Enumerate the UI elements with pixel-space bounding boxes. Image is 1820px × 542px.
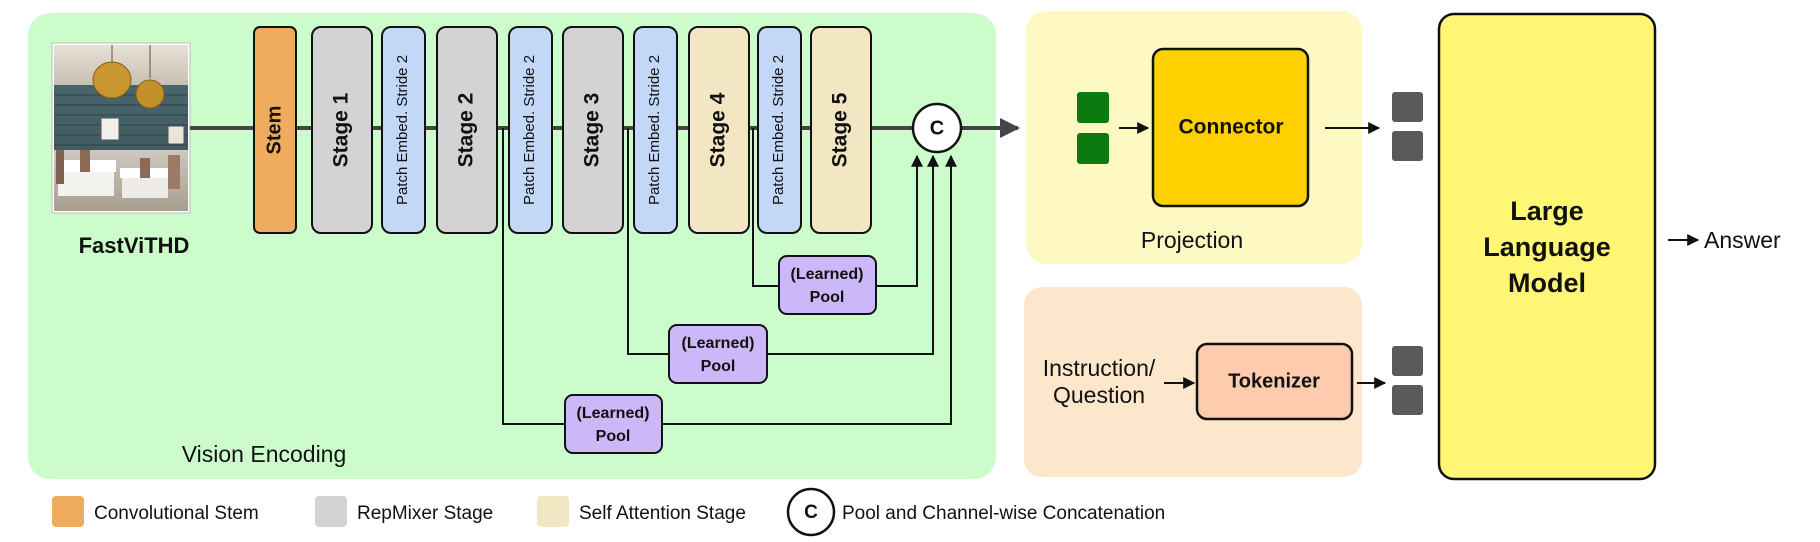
patch-embed-block: Patch Embed. Stride 2: [381, 26, 426, 234]
text-token: [1392, 346, 1423, 376]
visual-token: [1077, 133, 1109, 164]
legend-concat-symbol: C: [804, 502, 818, 523]
learned-pool: (Learned) Pool: [564, 394, 663, 454]
text-token: [1392, 385, 1423, 415]
stage-3-block: Stage 3: [562, 26, 624, 234]
concat-symbol: C: [930, 117, 944, 139]
llm-label-line2: Language: [1483, 232, 1611, 262]
legend-conv-stem-label: Convolutional Stem: [94, 503, 259, 524]
stage-1-block: Stage 1: [311, 26, 373, 234]
tokenizer-block: Tokenizer: [1195, 342, 1354, 421]
answer-label: Answer: [1704, 227, 1781, 253]
legend-self-attention-label: Self Attention Stage: [579, 503, 746, 524]
input-image: [51, 42, 191, 214]
legend-concat-icon: [786, 487, 836, 537]
projection-label: Projection: [1141, 227, 1243, 253]
stage-5-label: Stage 5: [829, 92, 852, 167]
skip-connections: [502, 128, 957, 425]
patch-embed-block: Patch Embed. Stride 2: [508, 26, 553, 234]
learned-pool: (Learned) Pool: [668, 324, 768, 384]
learned-pool: (Learned) Pool: [778, 255, 877, 315]
pool-label-line1: (Learned): [682, 335, 755, 352]
connector-label: Connector: [1179, 116, 1284, 139]
instruction-label-line2: Question: [1053, 382, 1145, 408]
stage-2-block: Stage 2: [436, 26, 498, 234]
llm-label-line1: Large: [1510, 196, 1584, 226]
connector-block: Connector: [1151, 47, 1310, 208]
projected-token: [1392, 92, 1423, 122]
visual-token: [1077, 92, 1109, 123]
patch-embed-label: Patch Embed. Stride 2: [521, 55, 538, 205]
pool-label-line2: Pool: [596, 428, 631, 445]
stage-4-block: Stage 4: [688, 26, 750, 234]
tokenizer-label: Tokenizer: [1228, 370, 1320, 392]
legend: Convolutional Stem RepMixer Stage Self A…: [52, 487, 1165, 537]
llm-block: Large Language Model: [1437, 12, 1657, 481]
encoder-name: FastViTHD: [79, 233, 190, 258]
legend-swatch-repmixer: [315, 496, 347, 527]
stage-5-block: Stage 5: [810, 26, 872, 234]
legend-swatch-self-attention: [537, 496, 569, 527]
vision-encoding-label: Vision Encoding: [182, 441, 347, 467]
stage-1-label: Stage 1: [330, 92, 353, 167]
patch-embed-label: Patch Embed. Stride 2: [770, 55, 787, 205]
stem-block: Stem: [253, 26, 297, 234]
pool-label-line2: Pool: [810, 289, 845, 306]
stage-2-label: Stage 2: [455, 93, 478, 168]
legend-repmixer-label: RepMixer Stage: [357, 503, 493, 524]
concat-node: C: [911, 102, 963, 154]
pool-label-line1: (Learned): [577, 405, 650, 422]
stage-3-label: Stage 3: [581, 93, 604, 168]
projected-token: [1392, 131, 1423, 161]
legend-pool-concat-label: Pool and Channel-wise Concatenation: [842, 503, 1165, 524]
patch-embed-block: Patch Embed. Stride 2: [633, 26, 678, 234]
llm-label-line3: Model: [1508, 268, 1586, 298]
stem-label: Stem: [263, 106, 285, 155]
patch-embed-label: Patch Embed. Stride 2: [646, 55, 663, 205]
patch-embed-label: Patch Embed. Stride 2: [394, 55, 411, 205]
legend-swatch-conv-stem: [52, 496, 84, 527]
patch-embed-block: Patch Embed. Stride 2: [757, 26, 802, 234]
pool-label-line2: Pool: [701, 358, 736, 375]
stage-4-label: Stage 4: [707, 92, 730, 167]
pool-label-line1: (Learned): [791, 266, 864, 283]
instruction-label-line1: Instruction/: [1043, 355, 1156, 381]
